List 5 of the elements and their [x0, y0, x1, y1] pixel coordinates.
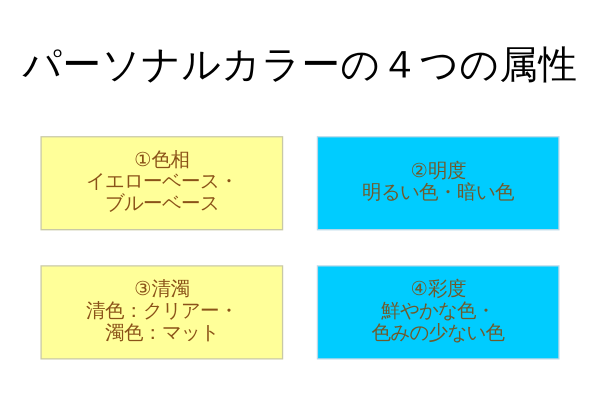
- node-box: ③清濁 清色：クリアー・濁色：マット: [40, 265, 284, 360]
- node-box: ④彩度 鮮やかな色・色みの少ない色: [316, 265, 560, 360]
- node-box: ②明度 明るい色・暗い色: [316, 136, 560, 230]
- node-box: ①色相 イエローベース・ブルーベース: [40, 136, 284, 230]
- diagram-title: パーソナルカラーの４つの属性: [22, 42, 578, 88]
